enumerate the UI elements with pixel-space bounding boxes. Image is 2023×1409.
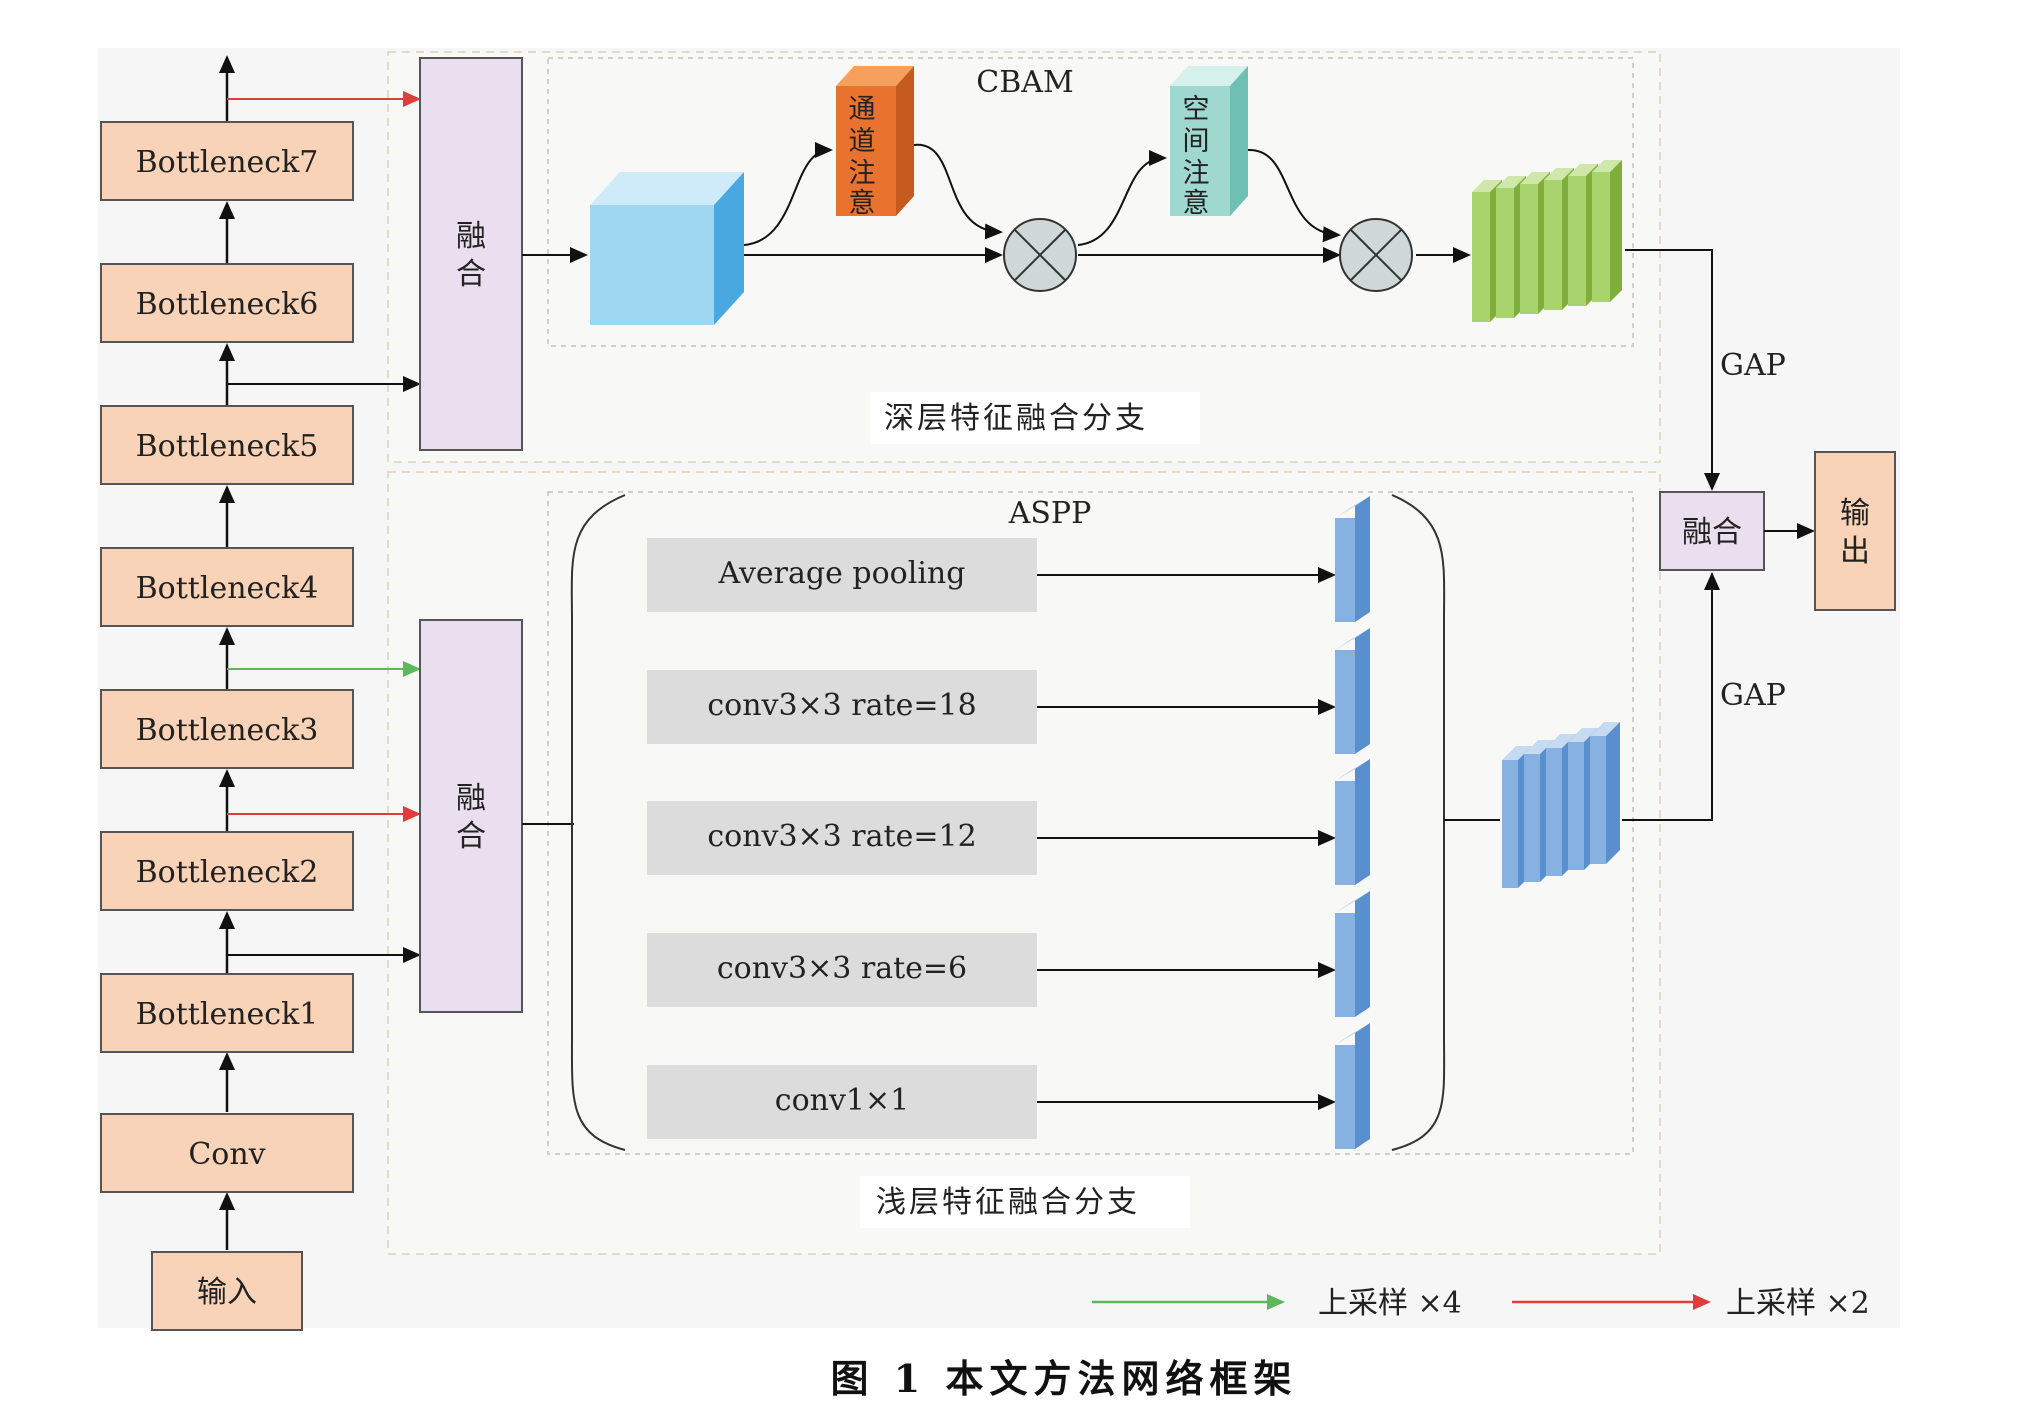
deep-caption-bg bbox=[870, 392, 1200, 444]
deep-fusion-char-1: 融 bbox=[456, 219, 486, 254]
output-char-2: 出 bbox=[1840, 534, 1870, 569]
aspp-op-rate6 bbox=[647, 933, 1037, 1007]
aspp-op-label: conv3×3 rate=18 bbox=[707, 688, 976, 723]
bottleneck4-node bbox=[100, 547, 354, 627]
spatial-att-char-3: 注 bbox=[1183, 158, 1210, 189]
legend-red-label: 上采样 ×2 bbox=[1726, 1286, 1870, 1321]
aspp-output-slab bbox=[1335, 496, 1370, 622]
aspp-output-slab bbox=[1335, 628, 1370, 754]
legend: 上采样 ×4 上采样 ×2 bbox=[1092, 1286, 1870, 1321]
green-feature-stack bbox=[1472, 160, 1622, 322]
aspp-op-avgpool bbox=[647, 538, 1037, 612]
aspp-op-rate18 bbox=[647, 670, 1037, 744]
aspp-right-bracket bbox=[1391, 494, 1446, 1151]
figure-caption: 图 1 本文方法网络框架 bbox=[831, 1356, 1298, 1401]
spatial-att-char-2: 间 bbox=[1183, 126, 1210, 157]
aspp-title: ASPP bbox=[1008, 496, 1092, 531]
bottleneck3-node bbox=[100, 689, 354, 769]
shallow-branch-caption: 浅层特征融合分支 bbox=[876, 1185, 1140, 1220]
aspp-output-slab bbox=[1335, 759, 1370, 885]
aspp-op-label: Average pooling bbox=[718, 556, 966, 591]
aspp-output-slab bbox=[1335, 891, 1370, 1017]
shallow-fusion-char-1: 融 bbox=[456, 781, 486, 816]
deep-branch-caption: 深层特征融合分支 bbox=[884, 401, 1148, 436]
blue-feature-stack bbox=[1502, 722, 1620, 888]
multiply-icon bbox=[1003, 218, 1077, 292]
deep-fusion-block bbox=[419, 57, 523, 451]
channel-att-char-2: 道 bbox=[849, 126, 876, 157]
multiply-icon bbox=[1339, 218, 1413, 292]
cbam-region bbox=[547, 57, 1634, 347]
aspp-op-label: conv1×1 bbox=[775, 1083, 909, 1118]
aspp-op-label: conv3×3 rate=6 bbox=[717, 951, 967, 986]
spatial-attention-block bbox=[1170, 66, 1248, 216]
bottleneck2-label: Bottleneck2 bbox=[136, 855, 319, 890]
shallow-branch: 融 合 ASPP Average pooling conv3×3 rate=18… bbox=[419, 494, 1620, 1228]
bottleneck5-node bbox=[100, 405, 354, 485]
deep-fusion-char-2: 合 bbox=[456, 257, 486, 292]
bottleneck4-label: Bottleneck4 bbox=[136, 571, 319, 606]
aspp-op-label: conv3×3 rate=12 bbox=[707, 819, 976, 854]
output-char-1: 输 bbox=[1840, 496, 1870, 531]
channel-att-char-3: 注 bbox=[849, 158, 876, 189]
bottleneck5-label: Bottleneck5 bbox=[136, 429, 319, 464]
gap-label-deep: GAP bbox=[1720, 348, 1786, 383]
conv-label: Conv bbox=[188, 1137, 265, 1172]
spatial-att-char-1: 空 bbox=[1183, 94, 1210, 125]
aspp-op-conv1x1 bbox=[647, 1065, 1037, 1139]
cbam-title: CBAM bbox=[976, 65, 1073, 100]
legend-green-label: 上采样 ×4 bbox=[1318, 1286, 1462, 1321]
bottleneck7-label: Bottleneck7 bbox=[136, 145, 319, 180]
bottleneck6-node bbox=[100, 263, 354, 343]
shallow-fusion-block bbox=[419, 619, 523, 1013]
bottleneck6-label: Bottleneck6 bbox=[136, 287, 319, 322]
bottleneck2-node bbox=[100, 831, 354, 911]
aspp-output-slab bbox=[1335, 1023, 1370, 1149]
spatial-att-char-4: 意 bbox=[1183, 188, 1210, 219]
bottleneck1-label: Bottleneck1 bbox=[136, 997, 319, 1032]
input-node bbox=[151, 1251, 303, 1331]
channel-att-char-4: 意 bbox=[849, 188, 876, 219]
channel-attention-block bbox=[836, 66, 914, 216]
backbone: 输入 Conv Bottleneck1 Bottleneck2 Bottlene… bbox=[100, 55, 354, 1331]
final-fusion-node bbox=[1659, 491, 1765, 571]
shallow-caption-bg bbox=[860, 1176, 1190, 1228]
conv-node bbox=[100, 1113, 354, 1193]
feature-cube bbox=[590, 172, 744, 325]
aspp-op-rate12 bbox=[647, 801, 1037, 875]
aspp-left-bracket bbox=[570, 494, 626, 1151]
bottleneck7-node bbox=[100, 121, 354, 201]
final-fusion-label: 融合 bbox=[1682, 515, 1742, 550]
skip-connections bbox=[227, 91, 421, 963]
shallow-fusion-char-2: 合 bbox=[456, 819, 486, 854]
output-node bbox=[1814, 451, 1896, 611]
bottleneck3-label: Bottleneck3 bbox=[136, 713, 319, 748]
output-stage: GAP GAP 融合 输 出 bbox=[1622, 249, 1896, 821]
bottleneck1-node bbox=[100, 973, 354, 1053]
input-label: 输入 bbox=[197, 1275, 257, 1310]
channel-att-char-1: 通 bbox=[849, 94, 876, 125]
deep-branch: 融 合 CBAM 通 道 注 意 空 间 注 意 bbox=[419, 57, 1622, 451]
gap-label-shallow: GAP bbox=[1720, 678, 1786, 713]
